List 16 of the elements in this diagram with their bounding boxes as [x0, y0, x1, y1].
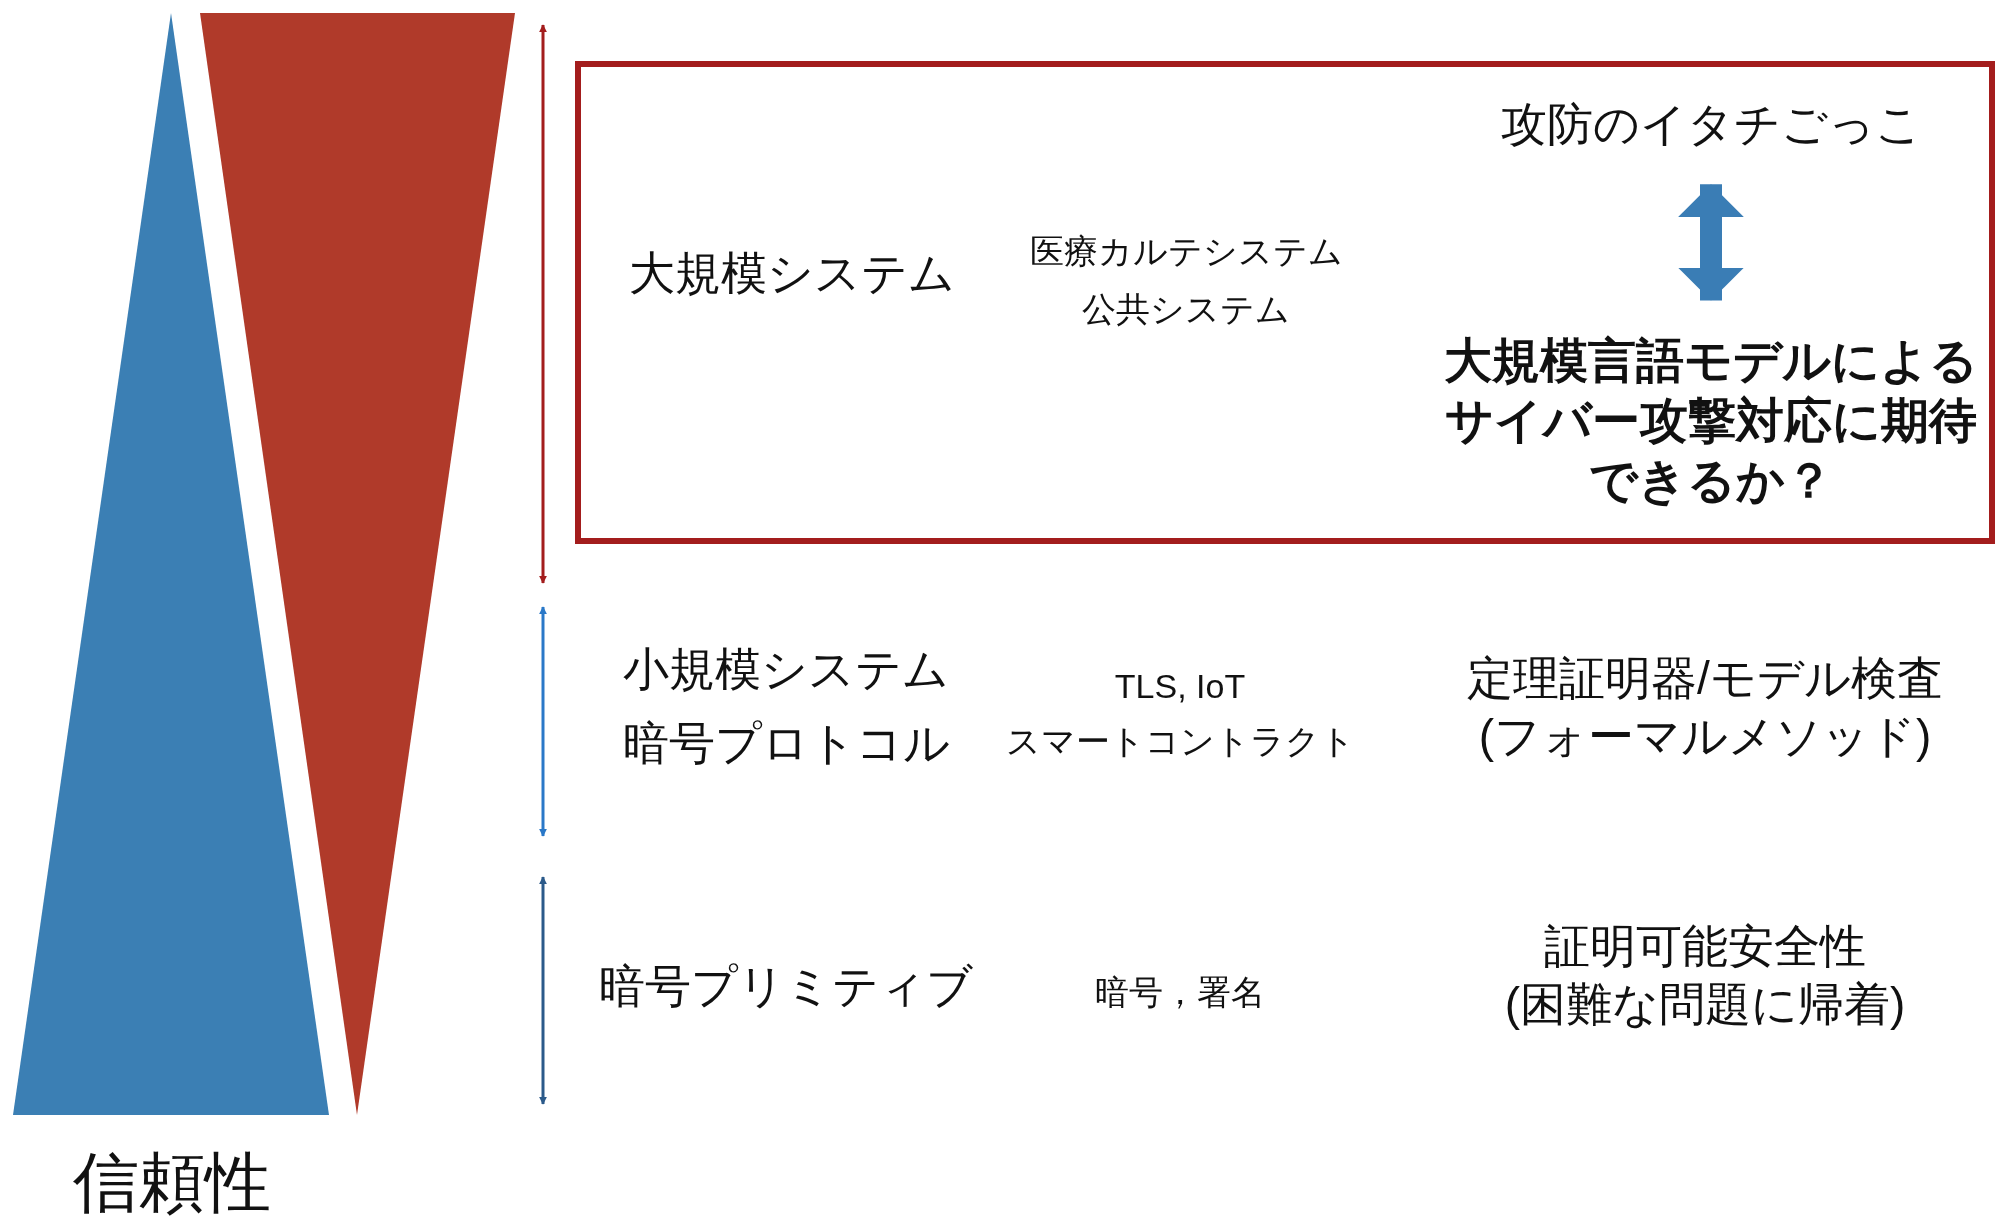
layer-title: 小規模システム	[623, 642, 949, 698]
layer-frame	[575, 61, 1995, 544]
layer-title: 暗号プロトコル	[622, 716, 950, 772]
method-text: 定理証明器/モデル検査(フォーマルメソッド)	[1466, 650, 1944, 764]
layer-title: 暗号プリミティブ	[599, 959, 973, 1015]
layer-title: 大規模システム	[629, 246, 955, 302]
question-text: 大規模言語モデルによるサイバー攻撃対応に期待できるか？	[1421, 331, 2001, 511]
example-text: 公共システム	[1082, 288, 1290, 330]
example-text: 暗号，署名	[1095, 971, 1265, 1013]
double-arrow	[1678, 184, 1744, 301]
heading-text: 攻防のイタチごっこ	[1500, 96, 1922, 154]
example-text: TLS, IoT	[1114, 665, 1246, 707]
example-text: 医療カルテシステム	[1029, 230, 1343, 272]
axis-label: 信頼性	[73, 1143, 271, 1221]
method-text: 証明可能安全性(困難な問題に帰着)	[1503, 918, 1907, 1032]
example-text: スマートコントラクト	[1005, 720, 1355, 762]
